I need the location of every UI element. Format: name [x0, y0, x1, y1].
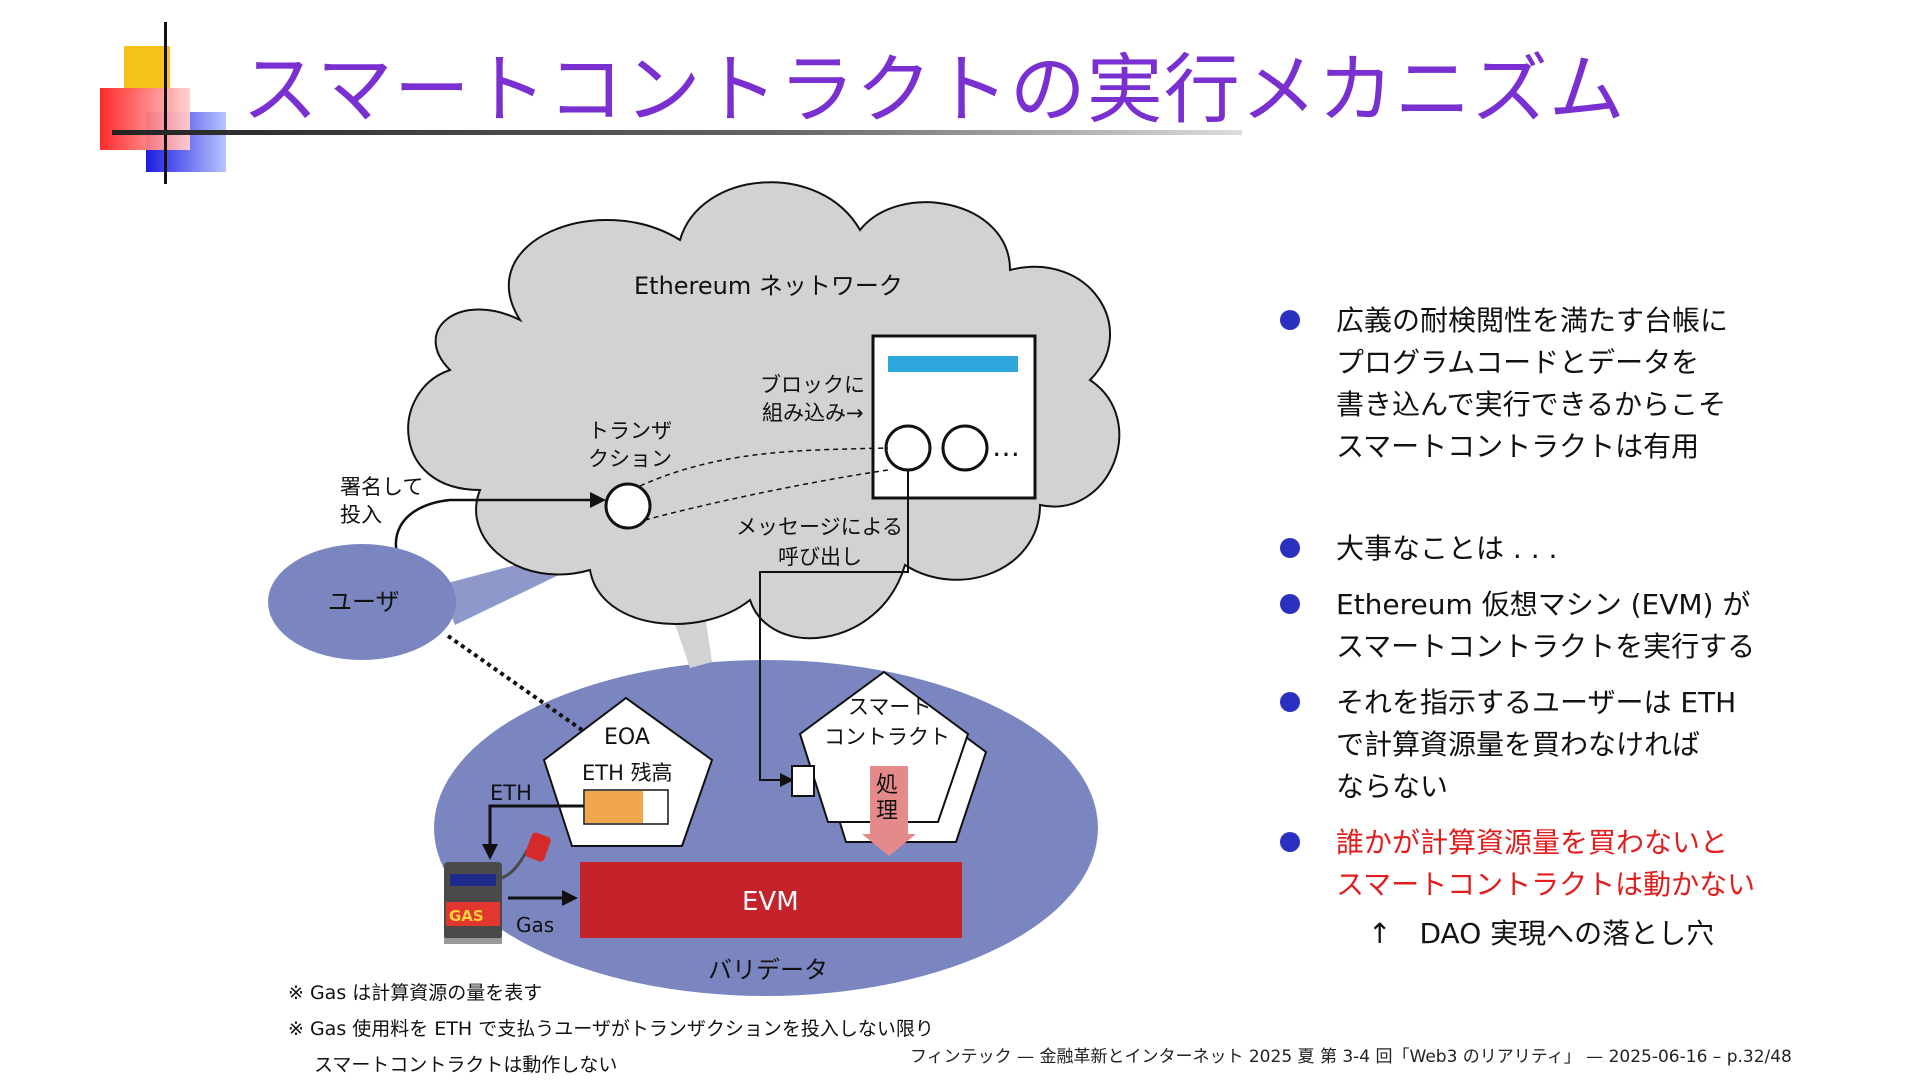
bullet-text: 広義の耐検閲性を満たす台帳に プログラムコードとデータを 書き込んで実行できるか… [1336, 304, 1729, 463]
message-call-line [759, 470, 909, 781]
block-header-bar [888, 356, 1018, 372]
ethereum-cloud [407, 181, 1121, 640]
block-note-line-1: ブロックに [760, 373, 865, 397]
message-label-line-1: メッセージによる [736, 515, 903, 539]
slide-title: スマートコントラクトの実行メカニズム [242, 45, 1626, 134]
eoa-label: EOA [604, 725, 650, 750]
note-line-3: スマートコントラクトは動作しない [314, 1054, 618, 1076]
contract-input-port [791, 765, 815, 797]
eth-arrow [488, 804, 584, 850]
slide-logo-icon [100, 22, 262, 190]
eth-balance-fill [585, 791, 643, 823]
evm-bar [580, 862, 962, 938]
block-tx-slot-1 [884, 424, 932, 472]
bullet-text: Ethereum 仮想マシン (EVM) が スマートコントラクトを実行する [1336, 588, 1756, 663]
message-call-arrow-head [780, 773, 794, 787]
tx-label-line-2: クション [588, 447, 672, 471]
process-label-top: 処 [876, 773, 898, 798]
gas-arrow-head [562, 890, 578, 906]
eth-label: ETH [490, 781, 532, 805]
contract-label-line-2: コントラクト [824, 725, 950, 749]
user-ellipse [268, 544, 456, 660]
sign-label-line-2: 投入 [340, 503, 382, 527]
block-tx-slot-2 [941, 424, 989, 472]
process-arrow-head [862, 834, 916, 856]
user-label: ユーザ [328, 588, 400, 616]
cloud-label: Ethereum ネットワーク [634, 272, 903, 300]
bullet-dot-icon [1280, 692, 1300, 712]
evm-label: EVM [742, 887, 799, 917]
eth-arrow-head [482, 844, 498, 860]
slide-footer: フィンテック — 金融革新とインターネット 2025 夏 第 3-4 回「Web… [910, 1047, 1792, 1067]
message-label-line-2: 呼び出し [778, 545, 862, 569]
tx-to-block-line-bottom [644, 469, 889, 521]
note-line-1: ※ Gas は計算資源の量を表す [288, 982, 543, 1004]
contract-label-line-1: スマート [848, 695, 931, 719]
block-note-line-2: 組み込み→ [762, 401, 864, 425]
tx-label-line-1: トランザ [588, 419, 672, 443]
bullet-dot-icon [1280, 310, 1300, 330]
dao-pitfall-note: ↑ DAO 実現への落とし穴 [1368, 917, 1715, 950]
sign-arrow-head [590, 492, 606, 508]
bullet-dot-icon [1280, 832, 1300, 852]
validator-label: バリデータ [708, 956, 828, 984]
block-ellipsis: … [992, 430, 1020, 463]
sign-label-line-1: 署名して [340, 475, 423, 499]
note-line-2: ※ Gas 使用料を ETH で支払うユーザがトランザクションを投入しない限り [288, 1018, 934, 1040]
svg-text:GAS: GAS [449, 907, 484, 925]
tx-to-block-line-top [639, 447, 889, 487]
gas-label: Gas [516, 913, 554, 937]
user-eoa-link [446, 634, 584, 732]
validator-ellipse [434, 660, 1098, 996]
process-arrow-body [870, 766, 908, 836]
gas-pump-icon: GAS [444, 832, 551, 944]
bullet-dot-icon [1280, 538, 1300, 558]
eth-balance-label: ETH 残高 [582, 761, 673, 785]
bullet-dot-icon [1280, 594, 1300, 614]
transaction-circle [604, 482, 652, 530]
title-divider [112, 130, 1242, 135]
process-label-bottom: 理 [876, 799, 898, 824]
bullet-text: 大事なことは . . . [1336, 532, 1558, 565]
bullet-text: それを指示するユーザーは ETH で計算資源量を買わなければ ならない [1336, 686, 1737, 803]
bullet-text: 誰かが計算資源量を買わないと スマートコントラクトは動かない [1336, 826, 1756, 901]
